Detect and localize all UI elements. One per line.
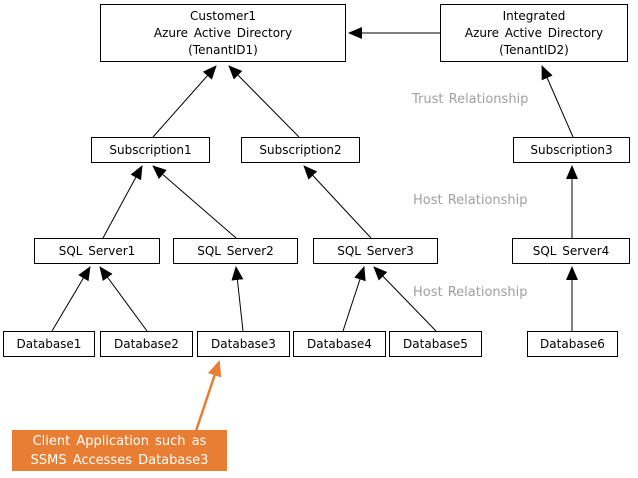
node-label: Subscription2 — [259, 143, 342, 157]
node-label: SQL Server1 — [58, 244, 136, 258]
client-application-callout: Client Application such as SSMS Accesses… — [12, 430, 227, 471]
arrow-subscription1-to-customer-aad — [152, 65, 217, 138]
arrow-database1-to-sql-server1 — [51, 266, 91, 332]
node-database1: Database1 — [3, 331, 95, 357]
arrow-database4-to-sql-server3 — [342, 266, 366, 332]
arrow-sql-server3-to-subscription2 — [303, 165, 372, 239]
node-label-line: (TenantID1) — [188, 42, 258, 57]
node-database5: Database5 — [389, 331, 482, 357]
node-label-line: Azure Active Directory — [464, 25, 604, 40]
node-label: Subscription1 — [109, 143, 192, 157]
node-label-line: Integrated — [502, 8, 566, 23]
node-label: Database5 — [403, 337, 468, 351]
node-database2: Database2 — [100, 331, 193, 357]
node-label: Database3 — [211, 337, 276, 351]
node-subscription1: Subscription1 — [91, 137, 210, 163]
arrow-database3-to-sql-server2 — [231, 266, 244, 332]
node-label: Subscription3 — [530, 143, 613, 157]
node-sql-server3: SQL Server3 — [313, 238, 438, 264]
node-label: SQL Server2 — [197, 244, 274, 258]
node-sql-server1: SQL Server1 — [34, 238, 160, 264]
node-label: Database4 — [307, 337, 372, 351]
arrow-callout-to-database3 — [194, 360, 222, 432]
node-label-line: (TenantID2) — [499, 42, 569, 57]
node-label: SQL Server4 — [532, 244, 610, 258]
node-database3: Database3 — [197, 331, 290, 357]
arrow-sql-server1-to-subscription1 — [102, 165, 143, 239]
node-database4: Database4 — [293, 331, 386, 357]
arrow-subscription2-to-customer-aad — [228, 65, 300, 138]
node-subscription3: Subscription3 — [513, 137, 630, 163]
node-integrated-azure-active-directory: Integrated Azure Active Directory (Tenan… — [440, 4, 628, 62]
trust-relationship-label: Trust Relationship — [412, 92, 529, 107]
node-customer-azure-active-directory: Customer1 Azure Active Directory (Tenant… — [100, 4, 346, 62]
host-relationship-label-upper: Host Relationship — [413, 193, 528, 208]
node-label: Database6 — [540, 337, 605, 351]
node-label: SQL Server3 — [337, 244, 414, 258]
callout-line: Client Application such as — [32, 433, 207, 449]
arrow-sql-server2-to-subscription1 — [152, 165, 237, 239]
node-sql-server2: SQL Server2 — [173, 238, 298, 264]
host-relationship-label-lower: Host Relationship — [413, 285, 528, 300]
node-sql-server4: SQL Server4 — [512, 238, 630, 264]
arrow-database2-to-sql-server1 — [99, 266, 148, 332]
node-label: Database2 — [114, 337, 179, 351]
arrow-subscription3-to-integrated-aad — [541, 65, 574, 138]
node-subscription2: Subscription2 — [241, 137, 360, 163]
node-database6: Database6 — [527, 331, 618, 357]
node-label-line: Azure Active Directory — [153, 25, 293, 40]
node-label: Database1 — [16, 337, 82, 351]
callout-line: SSMS Accesses Database3 — [30, 452, 209, 468]
node-label-line: Customer1 — [190, 8, 256, 23]
